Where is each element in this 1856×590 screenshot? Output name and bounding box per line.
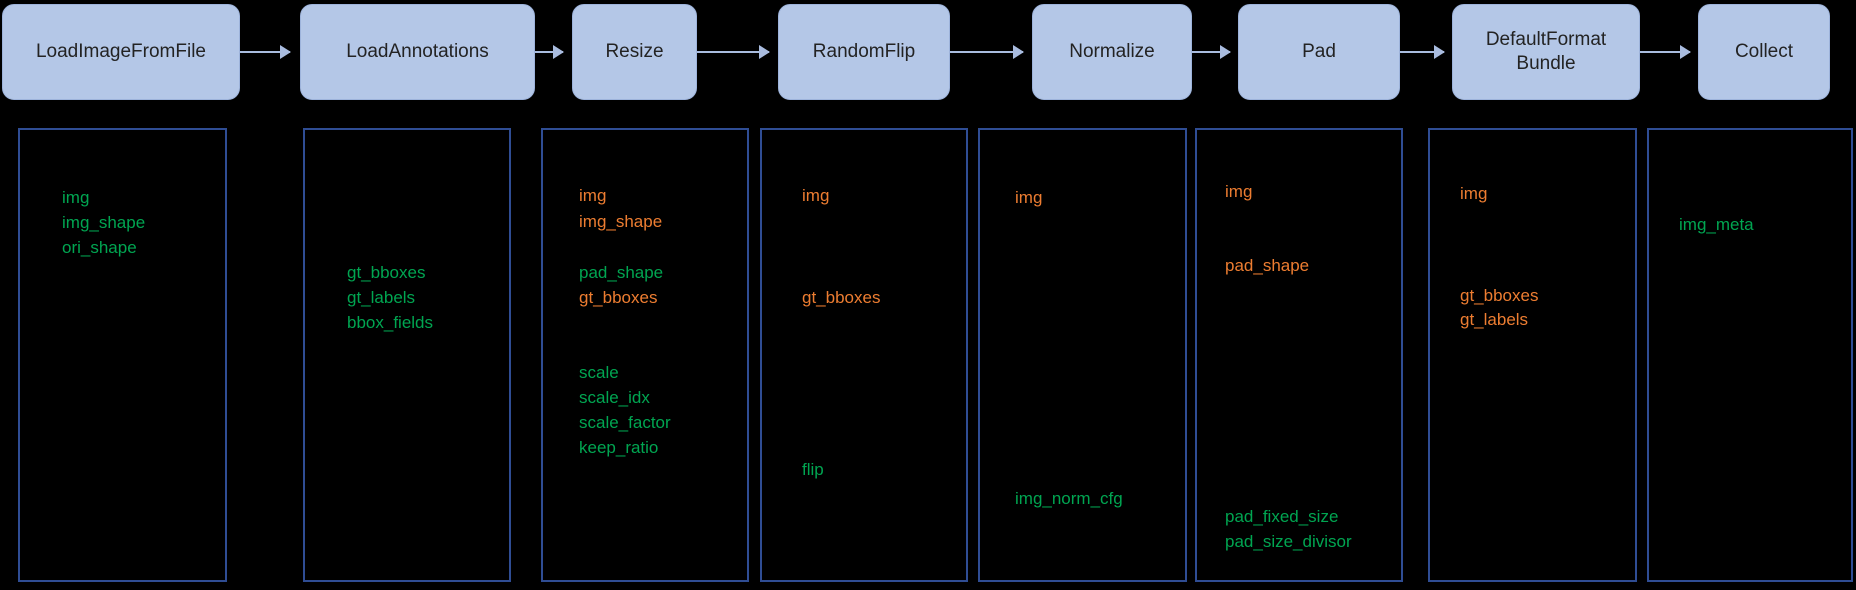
pipeline-node-resize: Resize [572, 4, 697, 100]
arrowhead-icon [1220, 45, 1231, 59]
arrow-right-icon [1640, 45, 1691, 59]
node-label: DefaultFormat Bundle [1485, 29, 1607, 74]
key-item: gt_bboxes [347, 263, 426, 282]
node-label: LoadAnnotations [346, 41, 489, 63]
arrow-right-icon [950, 45, 1024, 59]
key-item: img_norm_cfg [1015, 489, 1123, 508]
arrowhead-icon [759, 45, 770, 59]
key-item: pad_fixed_size [1225, 507, 1339, 526]
key-item: img [1225, 182, 1253, 201]
keys-box-random-flip: img gt_bboxes flip [760, 128, 968, 582]
arrow-right-icon [535, 45, 564, 59]
key-item: img [1460, 184, 1488, 203]
arrowhead-icon [280, 45, 291, 59]
key-item: gt_bboxes [579, 288, 658, 307]
key-item: gt_labels [1460, 310, 1529, 329]
arrowhead-icon [1013, 45, 1024, 59]
pipeline-node-normalize: Normalize [1032, 4, 1192, 100]
pipeline-node-random-flip: RandomFlip [778, 4, 950, 100]
key-item: img_shape [579, 212, 663, 231]
node-label: Pad [1302, 41, 1336, 63]
arrow-right-icon [240, 45, 291, 59]
arrowhead-icon [1434, 45, 1445, 59]
keys-box-resize: img img_shape pad_shape gt_bboxes scale … [541, 128, 749, 582]
node-label: LoadImageFromFile [35, 41, 207, 63]
pipeline-node-pad: Pad [1238, 4, 1400, 100]
key-item: img [62, 188, 90, 207]
node-label: Resize [605, 41, 664, 63]
key-item: gt_bboxes [1460, 286, 1539, 305]
keys-box-load-annotations: gt_bboxes gt_labels bbox_fields [303, 128, 511, 582]
arrowhead-icon [1680, 45, 1691, 59]
arrow-right-icon [1192, 45, 1231, 59]
key-item: pad_size_divisor [1225, 532, 1352, 551]
keys-box-load-image-from-file: img img_shape ori_shape [18, 128, 227, 582]
key-item: scale [579, 363, 619, 382]
key-item: bbox_fields [347, 313, 434, 332]
key-item: gt_bboxes [802, 288, 881, 307]
key-item: scale_idx [579, 388, 650, 407]
key-item: pad_shape [1225, 256, 1310, 275]
key-item: ori_shape [62, 238, 137, 257]
key-item: pad_shape [579, 263, 664, 282]
key-item: scale_factor [579, 413, 671, 432]
keys-box-collect: img_meta [1647, 128, 1853, 582]
keys-box-pad: img pad_shape pad_fixed_size pad_size_di… [1195, 128, 1403, 582]
pipeline-node-load-image-from-file: LoadImageFromFile [2, 4, 240, 100]
key-item: gt_labels [347, 288, 416, 307]
key-item: img_shape [62, 213, 146, 232]
key-item: img_meta [1679, 215, 1754, 234]
pipeline-node-load-annotations: LoadAnnotations [300, 4, 535, 100]
pipeline-node-collect: Collect [1698, 4, 1830, 100]
node-label: RandomFlip [812, 41, 916, 63]
keys-box-normalize: img img_norm_cfg [978, 128, 1187, 582]
pipeline-node-default-format-bundle: DefaultFormat Bundle [1452, 4, 1640, 100]
key-item: img [802, 186, 830, 205]
key-item: flip [802, 460, 824, 479]
keys-box-default-format-bundle: img gt_bboxes gt_labels [1428, 128, 1637, 582]
node-label: Normalize [1069, 41, 1155, 63]
arrowhead-icon [553, 45, 564, 59]
arrow-right-icon [697, 45, 770, 59]
arrow-right-icon [1400, 45, 1445, 59]
key-item: img [1015, 188, 1043, 207]
node-label: Collect [1734, 41, 1794, 63]
key-item: keep_ratio [579, 438, 659, 457]
key-item: img [579, 186, 607, 205]
